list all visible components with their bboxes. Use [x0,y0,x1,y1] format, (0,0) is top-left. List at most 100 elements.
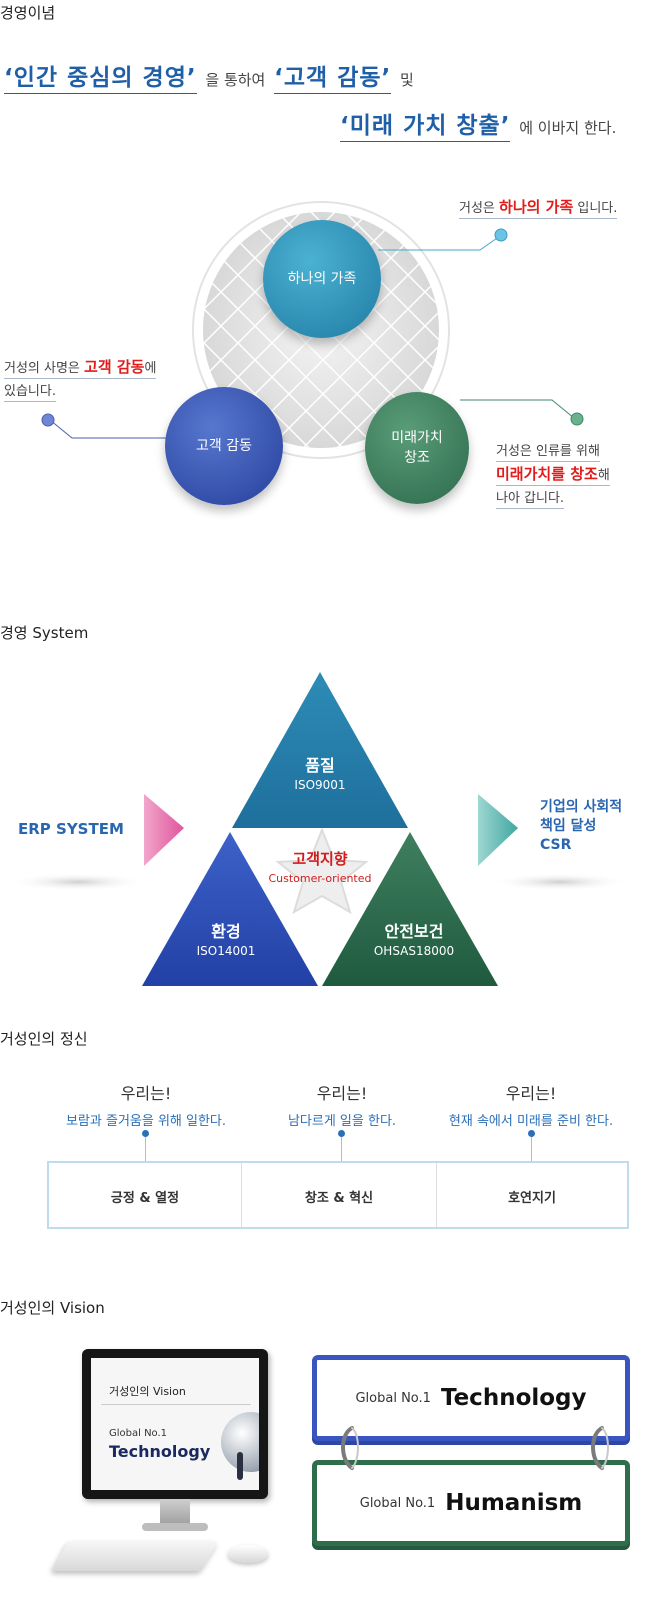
section-title-spirit: 거성인의 정신 [0,1030,88,1048]
screen-main: Technology [109,1442,211,1461]
spirit-column-3: 우리는! 현재 속에서 미래를 준비 한다. [431,1080,631,1129]
star-icon [275,827,369,915]
label-text: 거성은 [459,201,500,216]
circle-future: 미래가치 창조 [365,392,469,504]
spirit-dot-1 [142,1130,149,1137]
label-red-future: 미래가치를 창조 [496,465,598,483]
customer-oriented-title: 고객지향 [292,850,348,868]
screen-title: 거성인의 Vision [109,1385,186,1398]
spirit-value-2: 창조 & 혁신 [304,1191,374,1206]
label-text: 해 [597,468,610,483]
connector-future [460,399,575,419]
ring-icon [591,1426,604,1470]
monitor-stand [160,1499,190,1525]
spirit-line-1 [145,1137,146,1161]
erp-system-label: ERP SYSTEM [18,820,124,838]
ring-connectors [341,1426,609,1470]
label-text: 에 [144,361,157,376]
spirit-line-3 [531,1137,532,1161]
spirit-column-2: 우리는! 남다르게 일을 한다. [242,1080,442,1129]
customer-oriented-label: 고객지향 Customer-oriented [255,848,385,885]
monitor-screen: 거성인의 Vision Global No.1 Technology [91,1358,259,1490]
arrow-right [478,794,518,866]
vision-box-technology: Global No.1 Technology [312,1355,630,1441]
quality-label: 품질 ISO9001 [280,752,360,792]
screen-sub: Global No.1 [109,1428,168,1439]
monitor-frame: 거성인의 Vision Global No.1 Technology [82,1349,268,1499]
philosophy-line-1: ‘인간 중심의 경영’ 을 통하여 ‘고객 감동’ 및 [4,58,418,94]
outer-ring [192,201,450,459]
spirit-dot-2 [338,1130,345,1137]
label-text: 나아 갑니다. [496,491,565,509]
spirit-line-2 [341,1137,342,1161]
spirit-divider [436,1163,437,1227]
safety-label: 안전보건 OHSAS18000 [364,918,464,958]
spirit-values-box: 긍정 & 열정 창조 & 혁신 호연지기 [47,1161,629,1229]
circle-future-label-2: 창조 [404,450,430,466]
circle-family: 하나의 가족 [263,220,381,338]
section-title-vision: 거성인의 Vision [0,1299,105,1317]
dot-customer [41,413,55,427]
spirit-sub: 보람과 즐거움을 위해 일한다. [65,1114,227,1129]
spirit-head: 우리는! [505,1084,557,1103]
ring-icon [341,1426,354,1470]
csr-line-2: 책임 달성 [540,818,597,834]
philosophy-text: 및 [400,71,414,89]
triangle-quality [232,672,408,828]
label-text: 거성은 인류를 위해 [496,444,600,462]
highlight-future-value: ‘미래 가치 창출’ [340,113,511,142]
philosophy-text: 을 통하여 [205,71,266,89]
spirit-value-3: 호연지기 [508,1191,556,1206]
arrow-left [144,794,184,866]
quality-title: 품질 [305,756,335,775]
computer-illustration: 거성인의 Vision Global No.1 Technology [51,1345,300,1585]
environment-title: 환경 [211,922,241,941]
label-family: 거성은 하나의 가족 입니다. [459,196,618,220]
spirit-divider [241,1163,242,1227]
safety-title: 안전보건 [384,922,444,941]
philosophy-line-2: ‘미래 가치 창출’ 에 이바지 한다. [340,106,620,142]
vision-box-humanism: Global No.1 Humanism [312,1460,630,1546]
dot-future [570,412,584,426]
label-red-customer: 고객 감동 [84,358,145,376]
vision-prefix: Global No.1 [355,1390,431,1406]
keyboard-icon [51,1541,219,1571]
highlight-customer: ‘고객 감동’ [274,65,392,94]
label-text: 있습니다. [4,384,56,402]
vision-main: Technology [440,1385,587,1411]
circle-customer-label: 고객 감동 [196,438,252,454]
vision-prefix: Global No.1 [359,1495,436,1511]
environment-code: ISO14001 [196,944,256,958]
safety-code: OHSAS18000 [373,944,455,958]
highlight-human-centered: ‘인간 중심의 경영’ [4,65,197,94]
circle-family-label: 하나의 가족 [287,271,357,287]
spirit-dot-3 [528,1130,535,1137]
philosophy-text: 에 이바지 한다. [519,119,617,137]
quality-code: ISO9001 [294,778,346,792]
csr-line-1: 기업의 사회적 [540,799,623,815]
screen-divider [101,1404,251,1405]
connector-customer [49,419,166,439]
circle-future-label-1: 미래가치 [391,430,443,446]
monitor-base [142,1523,208,1531]
label-red-family: 하나의 가족 [499,198,574,216]
section-title-philosophy: 경영이념 [0,4,56,22]
spirit-head: 우리는! [316,1084,368,1103]
spirit-value-1: 긍정 & 열정 [110,1191,180,1206]
dot-family [494,228,508,242]
spirit-column-1: 우리는! 보람과 즐거움을 위해 일한다. [46,1080,246,1129]
customer-oriented-sub: Customer-oriented [268,872,372,885]
spirit-sub: 현재 속에서 미래를 준비 한다. [448,1114,614,1129]
connector-family [378,235,501,251]
csr-label: 기업의 사회적 책임 달성 CSR [540,798,622,855]
spirit-sub: 남다르게 일을 한다. [287,1114,397,1129]
vision-main: Humanism [445,1490,583,1516]
triangle-safety [322,832,498,986]
system-diagram [8,672,630,986]
environment-label: 환경 ISO14001 [186,918,266,958]
mouse-icon [228,1545,268,1563]
triangle-environment [142,832,318,986]
section-title-system: 경영 System [0,624,89,642]
circle-customer: 고객 감동 [165,387,283,505]
csr-line-3: CSR [540,837,572,853]
